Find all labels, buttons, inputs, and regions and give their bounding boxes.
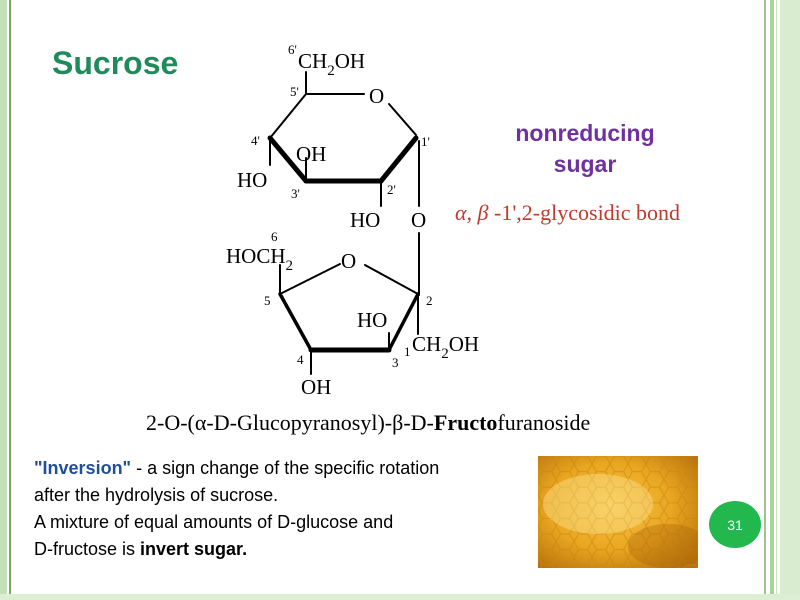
- glucose-oh-text: OH: [335, 49, 365, 73]
- fructose-ch2-subscript: 2: [286, 258, 294, 274]
- glucose-c6-label: 6': [288, 42, 297, 57]
- fructose-c1-subscript: 2: [441, 346, 449, 362]
- glucose-c4-label: 4': [251, 133, 260, 148]
- fructose-ring-oxygen: O: [341, 249, 356, 273]
- glucose-c1-label: 1': [421, 134, 430, 149]
- anomer-symbols: α, β: [455, 200, 489, 225]
- fructose-c3-hydroxyl: HO: [357, 308, 387, 332]
- nonreducing-word: nonreducing: [515, 120, 655, 146]
- note-line-4: D-fructose is invert sugar.: [34, 536, 534, 563]
- page-number-badge: 31: [709, 501, 761, 548]
- frame-right-line: [764, 0, 766, 600]
- glucose-c5-label: 5': [290, 84, 299, 99]
- nonreducing-note: nonreducing sugar: [500, 118, 670, 180]
- note-line-3: A mixture of equal amounts of D-glucose …: [34, 512, 394, 532]
- note-line-1: "Inversion" - a sign change of the speci…: [34, 455, 534, 482]
- sugar-word: sugar: [553, 151, 617, 177]
- fructose-ho-text: HO: [226, 244, 256, 268]
- frame-right-band: [780, 0, 800, 600]
- glucose-ch-text: CH: [298, 49, 327, 73]
- inversion-note: "Inversion" - a sign change of the speci…: [34, 455, 534, 563]
- name-part: -D-: [403, 410, 434, 435]
- glucose-ring-oxygen: O: [369, 84, 384, 108]
- frame-right-line: [776, 0, 777, 600]
- systematic-name: 2-O-(α-D-Glucopyranosyl)-β-D-Fructofuran…: [146, 410, 590, 436]
- fructose-ch2oh-group: CH2OH: [412, 332, 479, 362]
- fructose-c5-label: 5: [264, 293, 271, 308]
- note-line-2: after the hydrolysis of sucrose.: [34, 485, 279, 505]
- slide-title: Sucrose: [52, 45, 179, 81]
- frame-left-band: [0, 0, 7, 600]
- fructose-c4-label: 4: [297, 352, 304, 367]
- page-number: 31: [727, 516, 743, 533]
- glucose-ch2-subscript: 2: [327, 63, 335, 79]
- alpha-symbol: α: [194, 410, 207, 435]
- beta-symbol: β: [392, 410, 404, 435]
- fructose-c1-oh-text: OH: [449, 332, 479, 356]
- fructose-c2-label: 2: [426, 293, 433, 308]
- invert-sugar-term: invert sugar.: [140, 539, 248, 559]
- glucose-c4-hydroxyl: HO: [237, 168, 267, 192]
- name-part: 2-O-(: [146, 410, 195, 435]
- fructose-c1-ch-text: CH: [412, 332, 441, 356]
- name-part: furanoside: [497, 410, 591, 435]
- frame-bottom-band: [0, 594, 800, 600]
- note-line-1-rest: - a sign change of the specific rotation: [131, 458, 440, 478]
- fructose-c6-label: 6: [271, 229, 278, 244]
- glycosidic-bond-label: α, β -1',2-glycosidic bond: [455, 200, 680, 226]
- glucose-c3-hydroxyl: OH: [296, 142, 326, 166]
- frame-left-line: [9, 0, 11, 600]
- glucose-c2-hydroxyl: HO: [350, 208, 380, 232]
- glucose-c3-label: 3': [291, 186, 300, 201]
- glucose-c2-label: 2': [387, 182, 396, 197]
- glycosidic-oxygen: O: [411, 208, 426, 232]
- honeycomb-image: [538, 456, 698, 568]
- fructose-c4-hydroxyl: OH: [301, 375, 331, 399]
- fructose-ch-text: CH: [256, 244, 285, 268]
- fructose-c1-label: 1: [404, 344, 411, 359]
- name-part: -D-Glucopyranosyl)-: [206, 410, 393, 435]
- frame-right-line: [770, 0, 774, 600]
- fructo-bold: Fructo: [433, 410, 498, 435]
- note-line-4-start: D-fructose is: [34, 539, 141, 559]
- glucose-ch2-text: CH2OH: [298, 49, 365, 79]
- bond-description: -1',2-glycosidic bond: [494, 200, 681, 225]
- fructose-hoch2-group: HOCH2: [226, 244, 293, 274]
- fructose-c3-label: 3: [392, 355, 399, 370]
- inversion-term: "Inversion": [34, 458, 132, 478]
